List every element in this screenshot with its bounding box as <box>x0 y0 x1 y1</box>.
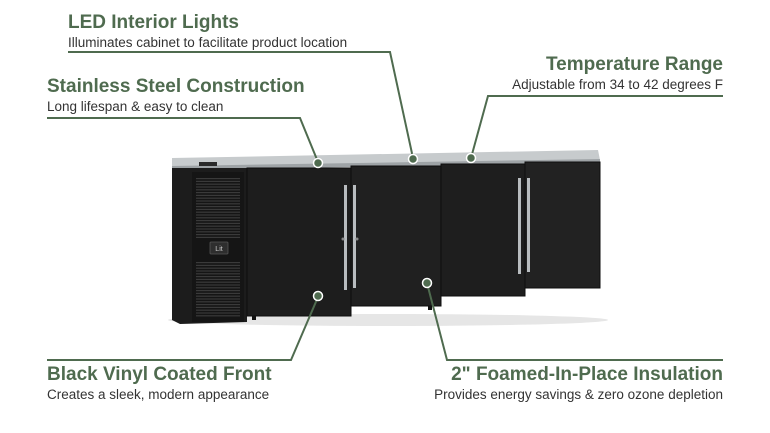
callout-description: Illuminates cabinet to facilitate produc… <box>68 35 348 50</box>
brand-badge <box>199 162 217 166</box>
vent-slat <box>196 298 240 300</box>
vent-slat <box>196 183 240 185</box>
vent-slat <box>196 189 240 191</box>
door-handle-2[interactable] <box>353 185 356 288</box>
floor-shadow <box>168 314 608 326</box>
callout-description: Creates a sleek, modern appearance <box>47 387 270 402</box>
marker-foam[interactable] <box>421 277 433 289</box>
vent-slat <box>196 186 240 188</box>
vent-slat <box>196 214 240 216</box>
leader-steel <box>47 117 319 163</box>
vent-slat <box>196 295 240 297</box>
leg <box>252 316 256 320</box>
stainless-top <box>172 150 600 167</box>
vent-slat <box>196 292 240 294</box>
vent-slat <box>196 264 240 266</box>
door-handle-3[interactable] <box>518 178 521 274</box>
lock-2 <box>355 237 359 241</box>
vent-slat <box>196 197 240 199</box>
door-handle-1[interactable] <box>344 185 347 290</box>
vent-slat <box>196 273 240 275</box>
control-label: Lit <box>215 246 222 253</box>
vent-slat <box>196 206 240 208</box>
door-3[interactable] <box>440 163 526 297</box>
stainless-top-edge <box>172 159 600 170</box>
vent-slat <box>196 208 240 210</box>
callout-title: 2" Foamed-In-Place Insulation <box>451 364 723 385</box>
vent-slat <box>196 276 240 278</box>
vent-slat <box>196 220 240 222</box>
vent-slat <box>196 290 240 292</box>
vent-slat <box>196 284 240 286</box>
vent-slat <box>196 270 240 272</box>
leg <box>428 306 432 310</box>
vent-slat <box>196 194 240 196</box>
vent-slat <box>196 301 240 303</box>
vent-slat <box>196 222 240 224</box>
vent-slat <box>196 203 240 205</box>
door-1[interactable] <box>246 167 352 317</box>
door-handle-4[interactable] <box>527 178 530 272</box>
vent-louvers-lower <box>196 262 240 317</box>
vent-slat <box>196 306 240 308</box>
vent-slat <box>196 278 240 280</box>
vent-slat <box>196 287 240 289</box>
callout-led-interior-lights: LED Interior Lights Illuminates cabinet … <box>68 12 347 51</box>
callout-description: Provides energy savings & zero ozone dep… <box>434 387 723 402</box>
marker-temp[interactable] <box>465 152 477 164</box>
marker-vinyl[interactable] <box>312 290 324 302</box>
marker-steel[interactable] <box>312 157 324 169</box>
door-4[interactable] <box>524 161 601 289</box>
callout-temperature-range: Temperature Range Adjustable from 34 to … <box>512 54 723 93</box>
vent-slat <box>196 236 240 238</box>
callout-description: Long lifespan & easy to clean <box>47 99 224 114</box>
vent-slat <box>196 211 240 213</box>
callout-title: Temperature Range <box>545 54 723 75</box>
callout-stainless-steel: Stainless Steel Construction Long lifesp… <box>47 76 305 115</box>
vent-slat <box>196 281 240 283</box>
vent-slat <box>196 262 240 264</box>
leader-temp <box>470 95 723 159</box>
callout-title: Black Vinyl Coated Front <box>47 364 272 385</box>
callout-title: LED Interior Lights <box>68 12 239 33</box>
vent-slat <box>196 228 240 230</box>
temperature-control[interactable] <box>209 241 229 255</box>
vent-louvers-upper <box>196 178 240 238</box>
callout-title: Stainless Steel Construction <box>47 76 305 97</box>
vent-slat <box>196 234 240 236</box>
leader-foam <box>426 282 723 361</box>
vent-slat <box>196 180 240 182</box>
leader-vinyl <box>47 296 319 361</box>
callout-description: Adjustable from 34 to 42 degrees F <box>512 77 723 92</box>
vent-slat <box>196 225 240 227</box>
vent-slat <box>196 312 240 314</box>
vent-slat <box>196 178 240 180</box>
vent-slat <box>196 304 240 306</box>
vent-slat <box>196 200 240 202</box>
lock-1 <box>341 237 345 241</box>
marker-led[interactable] <box>407 153 419 165</box>
vent-slat <box>196 309 240 311</box>
vent-slat <box>196 192 240 194</box>
vent-slat <box>196 231 240 233</box>
callout-black-vinyl-front: Black Vinyl Coated Front Creates a sleek… <box>47 364 272 403</box>
callout-markers <box>312 152 477 302</box>
callout-leaders <box>47 51 723 361</box>
vent-slat <box>196 217 240 219</box>
callout-foamed-insulation: 2" Foamed-In-Place Insulation Provides e… <box>434 364 723 403</box>
leader-led <box>68 51 414 159</box>
vent-slat <box>196 315 240 317</box>
vent-slat <box>196 267 240 269</box>
